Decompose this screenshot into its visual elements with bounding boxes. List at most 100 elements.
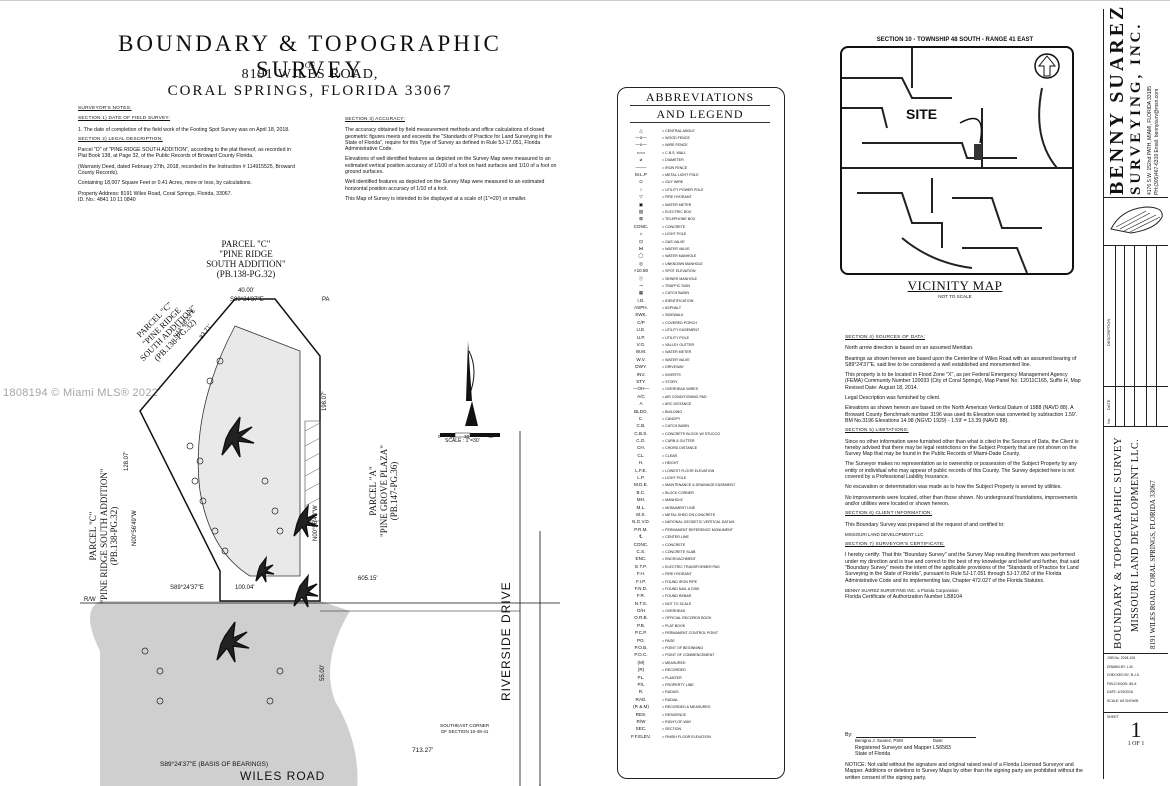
parcel-a-label: PARCEL "A" "PINE GROVE PLAZA" (PB.147-PG…: [368, 421, 400, 561]
legend-row: P/L= PROPERTY LINE: [626, 681, 781, 688]
legend-symbol: —◦—: [635, 164, 647, 170]
legend-definition: = BUILDING: [662, 409, 683, 414]
legend-symbol: ⋈: [638, 245, 644, 251]
legend-row: MH.= MANHOLE: [626, 497, 781, 504]
legend-row: ENC.= ENCROACHMENT: [626, 556, 781, 563]
vicinity-site-parcel: [974, 144, 982, 160]
legend-definition: = MONUMENT LINE: [662, 505, 696, 510]
legend-symbol: P/L: [637, 681, 645, 687]
signature-notice: NOTICE: Not valid without the signature …: [845, 762, 1083, 781]
signature-role: Registered Surveyor and Mapper LS6583: [855, 744, 951, 751]
legend-row: H.= HEIGHT: [626, 460, 781, 467]
legend-definition: = SPOT ELEVATION: [662, 269, 696, 274]
legend-symbol: ▧: [638, 208, 644, 214]
legend-title: ABBREVIATIONS: [645, 90, 755, 104]
dim-right: 198.07': [322, 391, 328, 412]
hatch-lines: [304, 422, 321, 507]
legend-symbol: ℄: [639, 534, 643, 540]
legend-definition: = WIRE FENCE: [662, 143, 688, 148]
survey-plan: [80, 298, 560, 786]
legend-symbol: B.C.: [636, 489, 646, 495]
legend-definition: = OVERHEAD: [662, 609, 686, 614]
legend-symbol: C.G.: [636, 438, 646, 444]
road-shading: [90, 601, 358, 786]
s5-p4: No improvements were located, other than…: [845, 494, 1078, 507]
legend-symbol: CL.: [637, 452, 645, 458]
legend-definition: = VALLEY GUTTER: [662, 343, 695, 348]
legend-row: L.P.= LIGHT POLE: [626, 474, 781, 481]
legend-definition: = RADIAL: [662, 697, 679, 702]
scale-tick-60: 60: [488, 434, 494, 439]
legend-definition: = ASPHALT: [662, 306, 682, 311]
legend-definition: = FIRE HYDRANT: [662, 572, 692, 577]
legend-row: ⌀= DIAMETER: [626, 157, 781, 164]
legend-symbol: M.D.E.: [633, 482, 649, 488]
legend-row: R/W= RIGHT-OF-WAY: [626, 718, 781, 725]
legend-definition: = TELEPHONE BOX: [662, 217, 696, 222]
legend-symbol: W.M.: [635, 349, 647, 355]
legend-symbol: P.B.: [636, 622, 646, 628]
legend-row: O/H= OVERHEAD: [626, 607, 781, 614]
s4-heading: SECTION 4) SOURCES OF DATA:: [845, 335, 926, 340]
legend-symbol: F.N.D.: [634, 585, 648, 591]
legend-subtitle: AND LEGEND: [656, 107, 744, 121]
legend-row: (M)= MEASURED: [626, 659, 781, 666]
legend-definition: = OVERHEAD WIRES: [662, 387, 699, 392]
legend-symbol: —OH—: [632, 386, 650, 392]
wiles-road-label: WILES ROAD: [240, 769, 326, 783]
legend-row: ⊡= GAS VALVE: [626, 238, 781, 245]
legend-row: CH.= CHORD DISTANCE: [626, 445, 781, 452]
legend-row: F.F.ELEV.= FINISH FLOOR ELEVATION: [626, 733, 781, 740]
legend-symbol: ⌀: [639, 157, 643, 163]
legend-definition: = FOUND NAIL & DISK: [662, 586, 700, 591]
legend-definition: = ELECTRIC TRANSFORMER PAD: [662, 564, 720, 569]
legend-definition: = ARC DISTANCE: [662, 402, 692, 407]
legend-row: A = ARC DISTANCE: [626, 400, 781, 407]
warranty-deed: (Warranty Deed, dated February 27th, 201…: [78, 163, 295, 177]
legend-row: ▦= CATCH BASIN: [626, 290, 781, 297]
legend-definition: = SEWER MANHOLE: [662, 276, 698, 281]
legend-definition: = HEIGHT: [662, 461, 679, 466]
section2-heading: SECTION 2) LEGAL DESCRIPTION:: [78, 136, 163, 142]
company-phone: PH:(305)467-6319 Email: bennysurv@msn.co…: [1154, 88, 1160, 195]
legend-definition: = CHORD DISTANCE: [662, 446, 698, 451]
legend-divider-2: [630, 122, 770, 123]
revision-panel: DESCRIPTION DATE No.: [1104, 245, 1168, 427]
legend-symbol: ×10.50: [633, 268, 649, 274]
legend-definition: = RECORDED: [662, 668, 686, 673]
accuracy-p4: This Map of Survey is intended to be dis…: [345, 195, 527, 202]
legend-symbol: A: [639, 401, 643, 407]
legend-symbol: ⊡: [639, 238, 643, 244]
tree-symbols: [216, 416, 319, 663]
legend-box: [617, 87, 785, 779]
legend-definition: = FOUND REBAR: [662, 594, 692, 599]
s7-cert: Florida Certificate of Authorization Num…: [845, 594, 963, 601]
legend-symbol: R.: [638, 689, 644, 695]
sheet-number: 1: [1130, 717, 1142, 742]
legend-definition: = FIRE HYDRANT: [662, 195, 692, 200]
legend-row: ☼= LIGHT POLE: [626, 230, 781, 237]
legend-row: M.S.= METAL SHED ON CONCRETE: [626, 511, 781, 518]
legend-definition: = METAL SHED ON CONCRETE: [662, 513, 716, 517]
legend-row: ×10.50 = SPOT ELEVATION: [626, 267, 781, 274]
scale-tick-15: 15: [449, 434, 455, 439]
parcel-c-top-line3: SOUTH ADDITION": [206, 259, 286, 269]
s5-heading: SECTION 5) LIMITATIONS:: [845, 428, 909, 434]
legend-definition: = ELECTRIC BOX: [662, 209, 692, 214]
legend-symbol: ☼: [638, 231, 644, 237]
notes-heading: SURVEYOR'S NOTES:: [78, 106, 132, 111]
legend-row: CONC.= CONCRETE: [626, 541, 781, 548]
s4-p3: This property is to be located in Flood …: [845, 372, 1081, 391]
legend-row: F.I.P.= FOUND IRON PIPE: [626, 578, 781, 585]
legend-symbol: ⓢ: [638, 275, 644, 281]
parcel-a-line2: "PINE GROVE PLAZA": [378, 445, 389, 537]
legend-row: P.R.M.= PERMANENT REFERENCE MONUMENT: [626, 526, 781, 533]
legend-row: C/P= COVERED PORCH: [626, 319, 781, 326]
survey-title-of: OF: [304, 61, 316, 70]
legend-row: ▧ = ELECTRIC BOX: [626, 208, 781, 215]
legend-definition: = UTILITY EASEMENT: [662, 328, 700, 333]
legend-definition: = CURB & GUTTER: [662, 439, 695, 444]
mls-watermark: 1808194 © Miami MLS® 2022: [3, 387, 159, 399]
legend-symbol: F.R.: [636, 593, 646, 599]
legend-definition: = RADIUS: [662, 690, 679, 695]
